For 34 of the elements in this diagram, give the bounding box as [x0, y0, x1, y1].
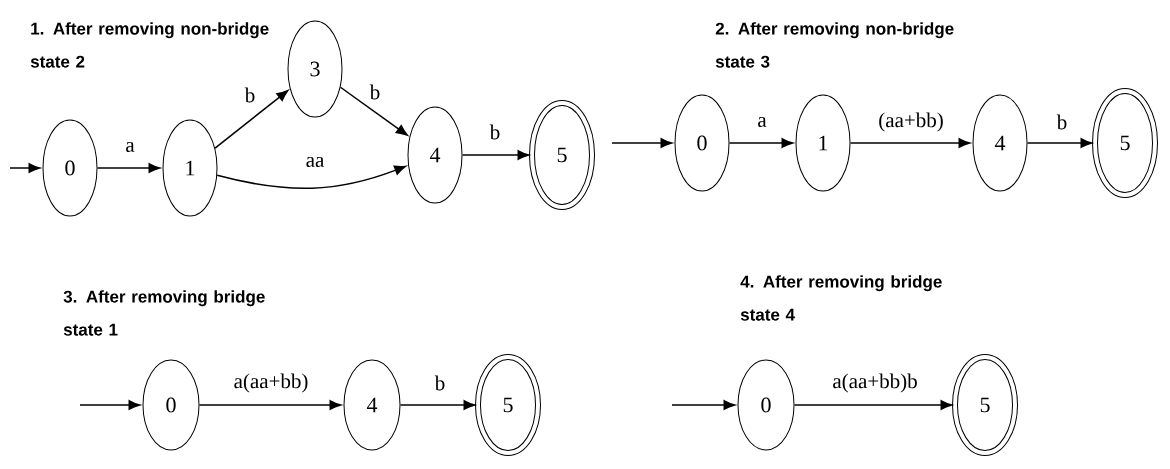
edge-label: (aa+bb)	[877, 111, 945, 133]
transition-arrow	[1026, 138, 1093, 148]
accepting-state: 5	[1092, 88, 1158, 198]
edge-label: aa	[304, 155, 326, 169]
transition-arrow	[214, 89, 289, 149]
transition-arrow	[461, 150, 530, 160]
transition-arrow	[198, 400, 342, 410]
transition-arrow	[216, 165, 407, 189]
heading: 3. After removing bridge state 1	[63, 290, 265, 336]
transition-arrow	[399, 400, 476, 410]
edge-label: a(aa+bb)b	[831, 372, 919, 394]
transition-arrow	[849, 138, 971, 148]
transition-arrow	[793, 400, 953, 410]
edge-label: a	[124, 141, 136, 154]
transition-arrow	[96, 163, 161, 173]
edge-label: b	[368, 83, 382, 101]
edge-label: a	[756, 115, 768, 129]
accepting-state: 5	[475, 354, 541, 456]
edge-label: b	[433, 374, 447, 392]
start-arrow	[611, 138, 673, 148]
start-arrow	[671, 400, 736, 410]
edge-label: b	[243, 86, 257, 104]
transition-arrow	[728, 138, 794, 148]
start-arrow	[9, 163, 41, 173]
start-arrow	[79, 400, 141, 410]
edge-label: b	[488, 123, 502, 141]
accepting-state: 5	[529, 100, 595, 210]
transition-arrow	[339, 86, 408, 136]
heading: 4. After removing bridge state 4	[740, 275, 942, 321]
edge-label: b	[1055, 113, 1069, 131]
heading: 1. After removing non-bridge state 2	[30, 22, 269, 68]
edge-label: a(aa+bb)	[232, 372, 310, 394]
heading: 2. After removing non-bridge state 3	[715, 22, 954, 68]
accepting-state: 5	[952, 354, 1018, 456]
